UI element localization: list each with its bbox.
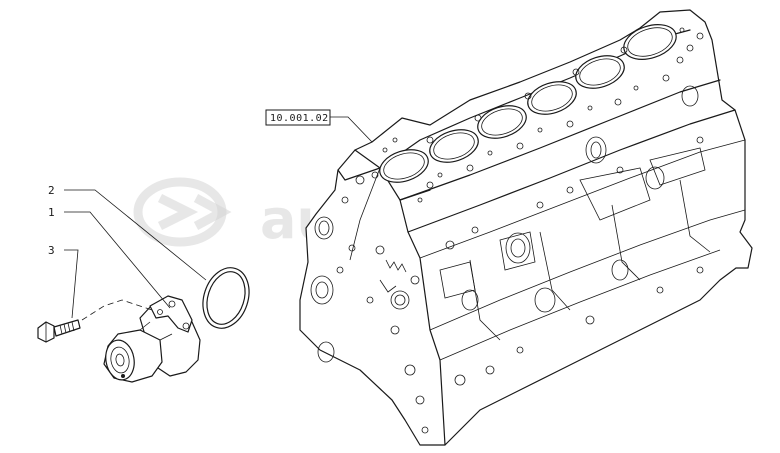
reference-tag-label: 10.001.02 (270, 113, 329, 124)
o-ring-seal (202, 267, 250, 329)
reference-tag[interactable]: 10.001.02 (265, 109, 331, 126)
callout-1: 1 (48, 206, 55, 219)
water-pump (103, 295, 201, 383)
engine-block (299, 9, 753, 446)
leader-lines (64, 116, 373, 319)
alignment-dashed-line (81, 299, 153, 321)
callout-2: 2 (48, 184, 55, 197)
mounting-bolt (37, 319, 81, 343)
callout-3: 3 (48, 244, 55, 257)
